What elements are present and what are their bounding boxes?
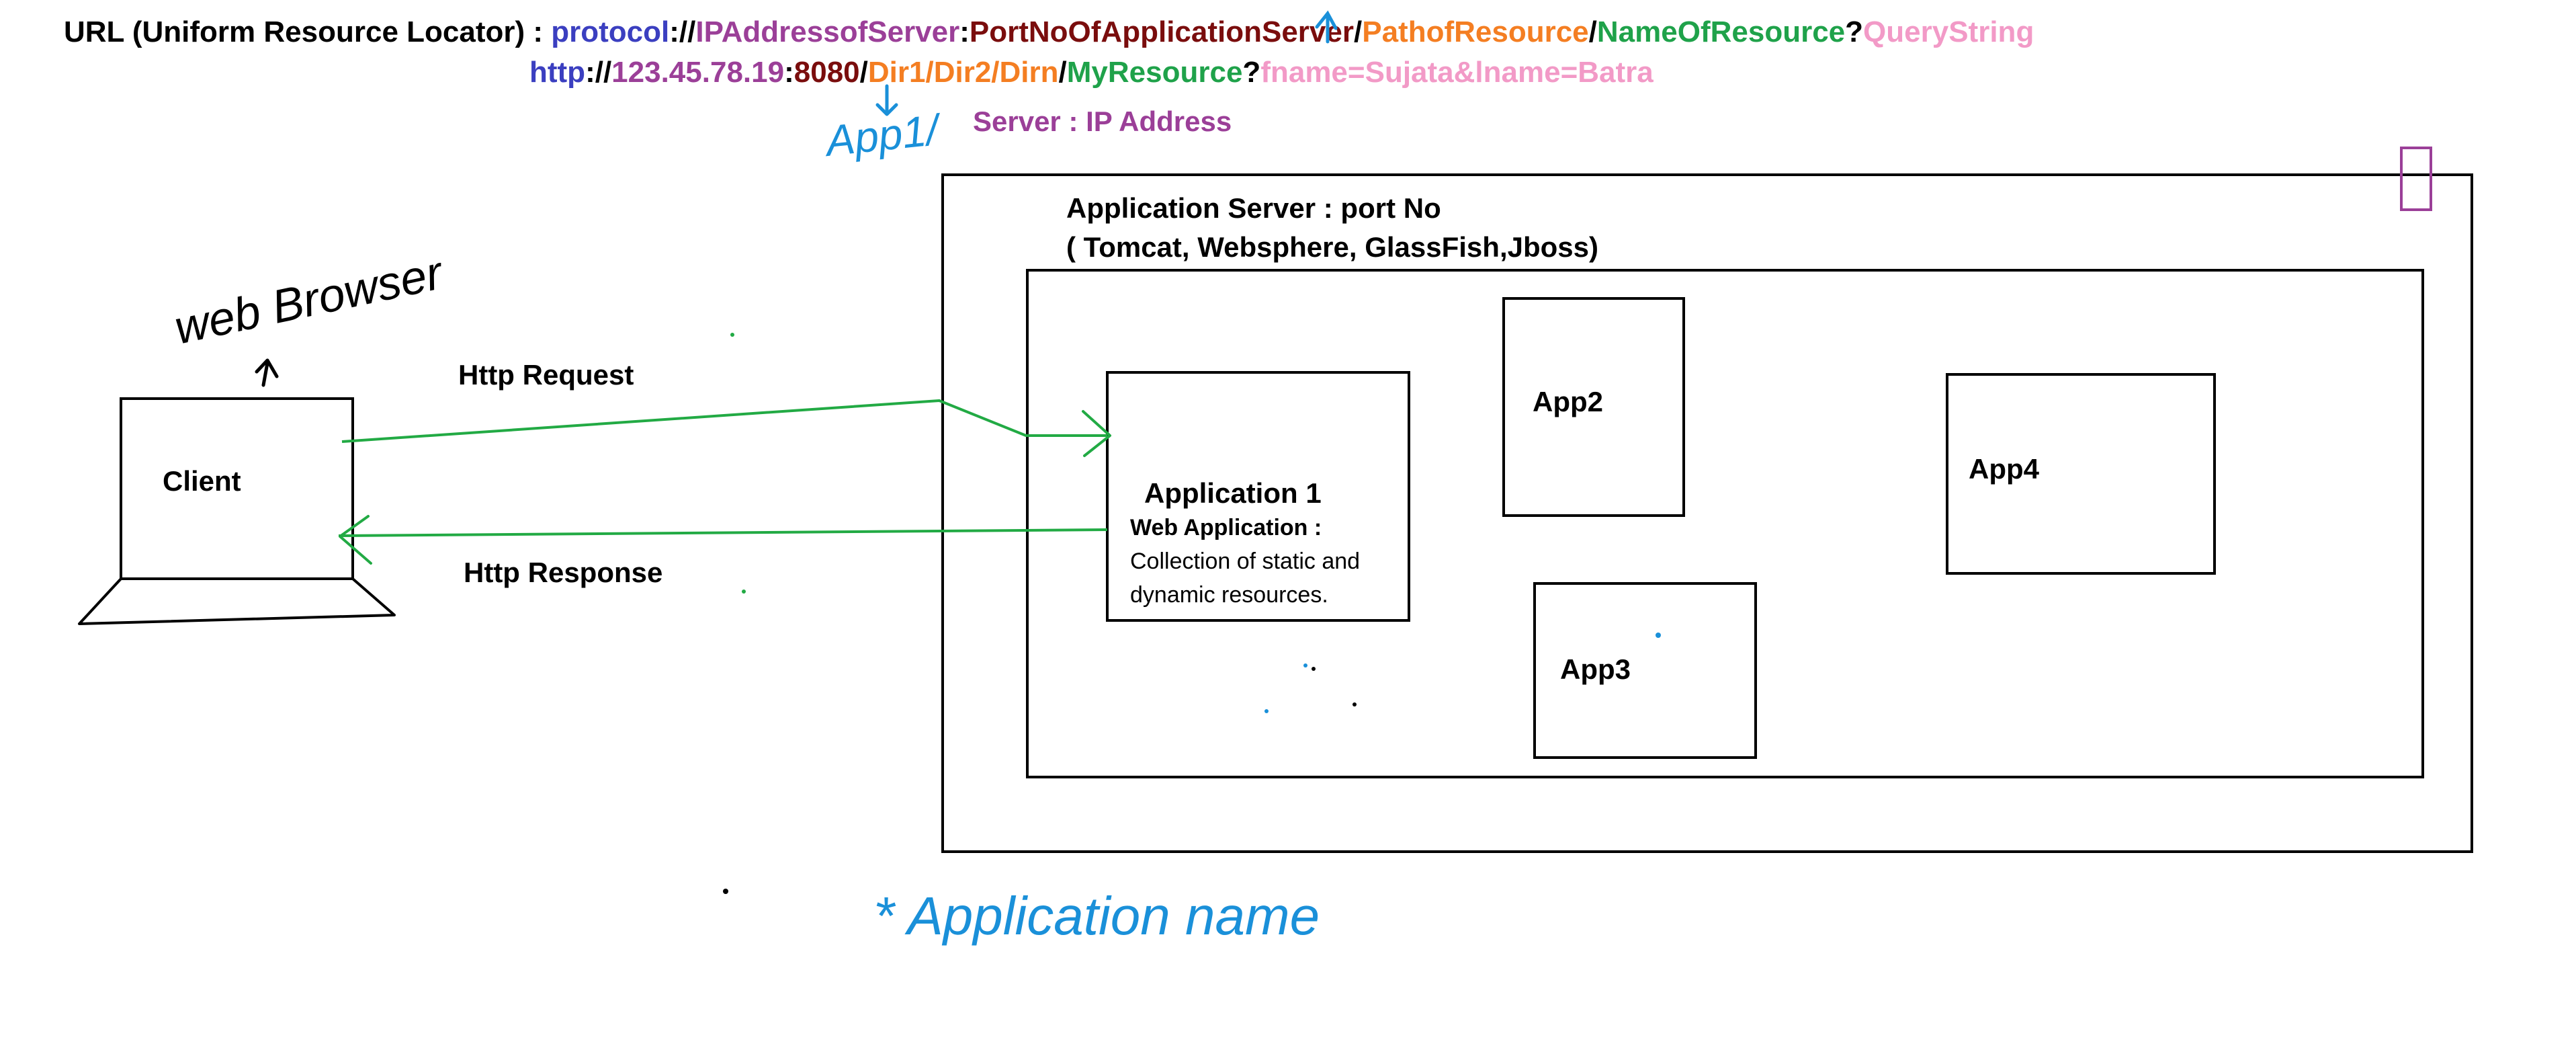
server-label: Server : IP Address: [973, 106, 1232, 137]
client-label: Client: [163, 465, 241, 497]
url-example-ip: 123.45.78.19: [611, 56, 784, 89]
up-arrow-icon: [255, 358, 279, 387]
url-template-slash1: /: [1354, 15, 1362, 48]
handwritten-application-name: * Application name: [873, 886, 1320, 946]
handwritten-web-browser: web Browser: [170, 246, 449, 354]
laptop-base-icon: [78, 577, 396, 625]
app1-title: Application 1: [1144, 477, 1322, 509]
url-example-qmark: ?: [1242, 56, 1260, 89]
client-screen: [120, 397, 354, 580]
url-example-name: MyResource: [1067, 56, 1243, 89]
app1-box: [1106, 371, 1410, 622]
http-response-arrow: [338, 528, 1108, 537]
url-template-sep: ://: [669, 15, 695, 48]
url-example-slash1: /: [860, 56, 868, 89]
url-template-ip: IPAddressofServer: [695, 15, 959, 48]
url-template-protocol: protocol: [551, 15, 669, 48]
app2-box: [1502, 297, 1685, 517]
app3-box: [1533, 582, 1757, 759]
url-example-slash2: /: [1059, 56, 1067, 89]
url-example-protocol: http: [529, 56, 585, 89]
purple-marker-box: [2400, 147, 2432, 211]
url-template-path: PathofResource: [1362, 15, 1588, 48]
app1-subtitle: Web Application :: [1130, 515, 1322, 540]
stray-dot: [730, 333, 734, 337]
url-template-query: QueryString: [1863, 15, 2034, 48]
stray-dot: [742, 590, 746, 594]
stray-dot: [1264, 709, 1269, 713]
stray-dot: [1303, 663, 1307, 667]
stray-dot: [1353, 702, 1357, 706]
app1-desc-line2: dynamic resources.: [1130, 582, 1328, 608]
handwritten-app1: App1/: [821, 105, 945, 165]
url-template-name: NameOfResource: [1597, 15, 1845, 48]
url-template-line: URL (Uniform Resource Locator) : protoco…: [64, 15, 2034, 48]
down-arrow-annotation-icon: [875, 84, 898, 116]
http-request-arrow: [341, 399, 1107, 443]
app1-desc-line1: Collection of static and: [1130, 549, 1360, 574]
stray-dot: [1656, 633, 1661, 638]
app-server-subtitle: ( Tomcat, Websphere, GlassFish,Jboss): [1066, 231, 1598, 263]
url-template-qmark: ?: [1845, 15, 1863, 48]
app2-label: App2: [1533, 386, 1603, 417]
stray-dot: [1312, 667, 1316, 671]
url-example-sep: ://: [585, 56, 611, 89]
app-server-box: [1026, 269, 2424, 778]
caret-annotation-icon: [1315, 10, 1338, 44]
http-request-label: Http Request: [458, 359, 634, 391]
app3-label: App3: [1560, 653, 1631, 685]
url-template-colon: :: [959, 15, 970, 48]
request-arrowhead-icon: [1082, 410, 1111, 457]
server-box: [941, 173, 2473, 853]
app-server-title: Application Server : port No: [1066, 192, 1441, 224]
url-template-slash2: /: [1589, 15, 1597, 48]
url-example-line: http://123.45.78.19:8080/Dir1/Dir2/Dirn/…: [529, 56, 1654, 89]
url-example-port: 8080: [794, 56, 860, 89]
url-example-path: Dir1/Dir2/Dirn: [868, 56, 1059, 89]
url-label: URL (Uniform Resource Locator) :: [64, 15, 551, 48]
url-example-colon: :: [784, 56, 794, 89]
response-arrowhead-icon: [339, 515, 372, 565]
http-response-label: Http Response: [464, 557, 662, 588]
url-template-port: PortNoOfApplicationServer: [970, 15, 1354, 48]
app4-label: App4: [1969, 453, 2040, 485]
url-example-query: fname=Sujata&lname=Batra: [1260, 56, 1654, 89]
app4-box: [1946, 373, 2216, 575]
stray-dot: [723, 889, 728, 894]
